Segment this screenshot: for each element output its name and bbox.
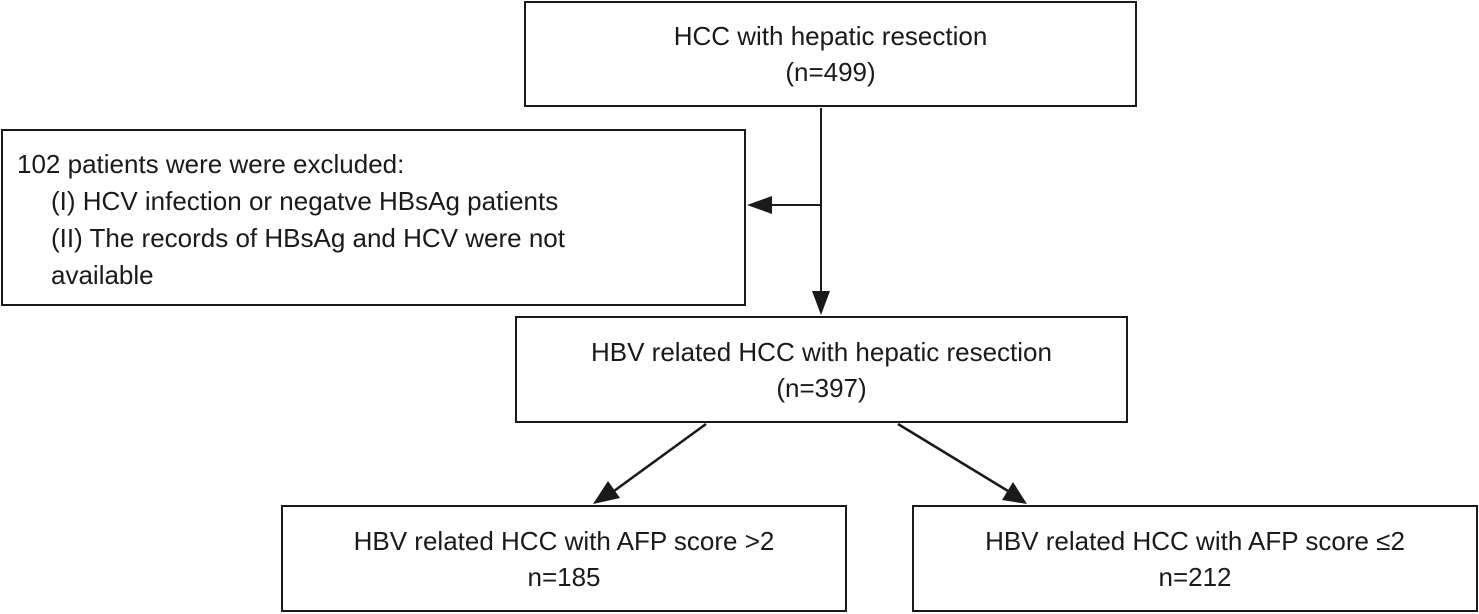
node-excluded-patients: 102 patients were were excluded: (I) HCV… — [1, 129, 746, 306]
excluded-heading: 102 patients were were excluded: — [17, 149, 405, 179]
arrow-middle-to-left-bottom — [613, 422, 707, 493]
node-label: HBV related HCC with hepatic resection — [591, 336, 1052, 367]
node-hcc-hepatic-resection: HCC with hepatic resection (n=499) — [524, 1, 1137, 107]
node-hbv-related-hcc: HBV related HCC with hepatic resection (… — [515, 316, 1128, 423]
excluded-reason-1: (I) HCV infection or negatve HBsAg patie… — [51, 186, 559, 216]
arrowhead-middle-to-right-bottom — [1002, 482, 1027, 504]
node-count: (n=397) — [776, 372, 867, 403]
excluded-reason-2: (II) The records of HBsAg and HCV were n… — [51, 223, 565, 253]
node-label: HCC with hepatic resection — [673, 21, 988, 51]
arrowhead-middle-to-left-bottom — [593, 481, 620, 504]
node-count: n=185 — [527, 561, 601, 592]
node-label: HBV related HCC with AFP score ≤2 — [985, 525, 1405, 556]
node-afp-score-high: HBV related HCC with AFP score >2 n=185 — [281, 505, 847, 612]
node-count: (n=499) — [785, 57, 876, 87]
node-label: HBV related HCC with AFP score >2 — [353, 525, 775, 556]
arrowhead-to-excluded — [747, 196, 772, 214]
excluded-reason-2-continued: available — [51, 260, 154, 290]
node-count: n=212 — [1158, 561, 1232, 592]
node-afp-score-low: HBV related HCC with AFP score ≤2 n=212 — [912, 505, 1478, 612]
arrow-middle-to-right-bottom — [897, 422, 1009, 493]
arrowhead-top-to-middle — [812, 291, 830, 315]
